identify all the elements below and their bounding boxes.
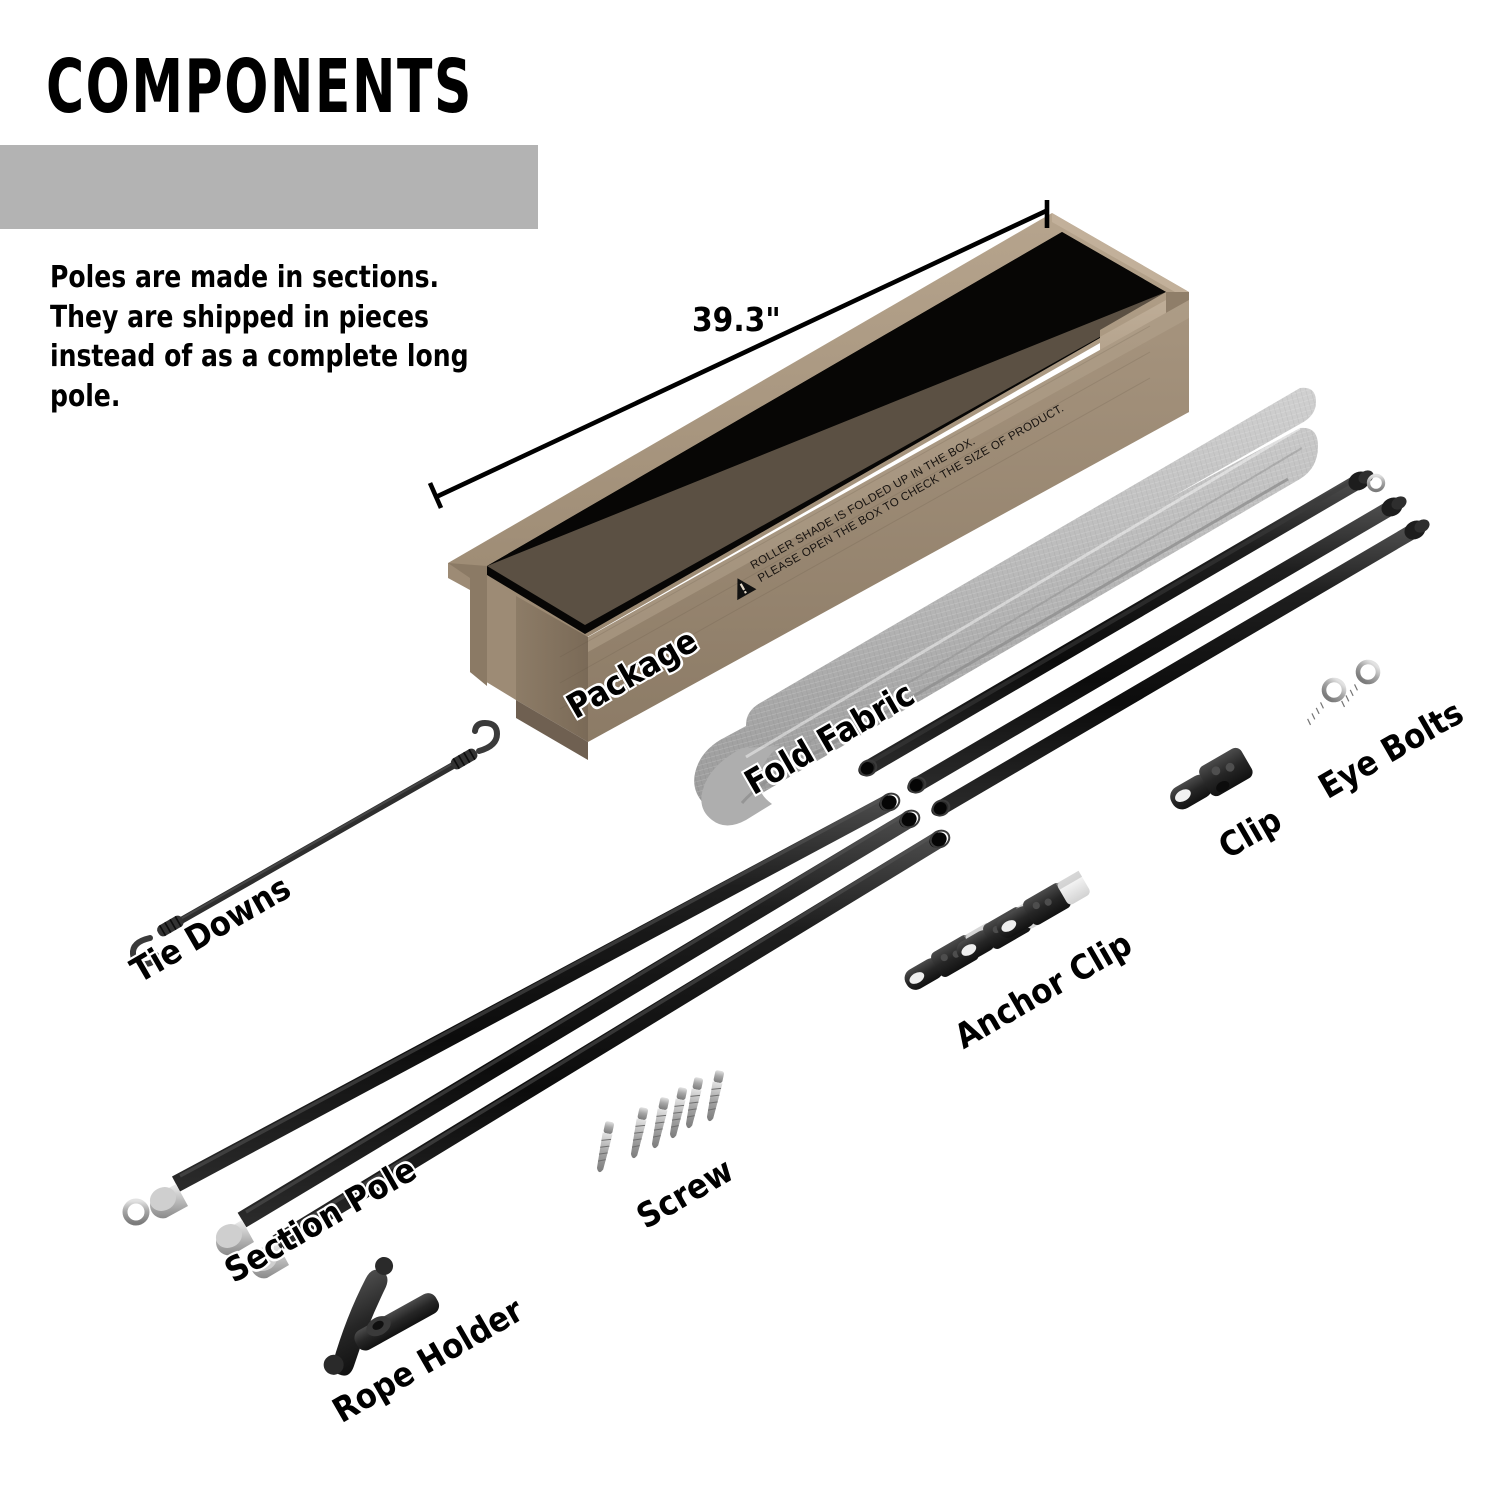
screw-6 [706,1070,725,1122]
warning-triangle-icon [737,578,757,601]
eye-bolt-2 [1334,659,1381,715]
screw-2 [630,1107,649,1159]
pole-end-eyelet [122,1198,150,1226]
tie-down-hook-left [129,935,159,968]
page-title: COMPONENTS [46,44,473,130]
section-pole-lower-group [122,792,951,1279]
eye-bolts-group [1300,659,1381,733]
screw-4 [669,1087,688,1139]
fold-fabric-roll [694,387,1318,826]
screw-1 [596,1121,615,1173]
section-pole-upper-3 [931,519,1430,817]
section-pole-lower-2 [215,809,921,1256]
tie-down-collar-left [157,915,184,937]
dimension-39-3 [427,200,1050,509]
section-pole-upper-group [858,470,1430,817]
dimension-tick-left [427,482,444,509]
tie-downs-bungee [129,719,501,968]
screw-group [596,1070,725,1173]
header-accent-bar [0,145,538,229]
intro-paragraph: Poles are made in sections. They are shi… [50,260,469,414]
screw-3 [651,1097,670,1149]
dimension-line [435,208,1047,500]
anchor-clip-3 [996,870,1090,938]
pole-eyelet-ring [1366,473,1386,493]
section-pole-lower-1 [122,792,901,1226]
screw-5 [685,1077,704,1129]
tie-down-hook-right [472,719,501,754]
section-pole-upper-2 [907,496,1407,794]
tie-down-collar-right [450,748,478,770]
section-pole-upper-1 [858,470,1386,777]
anchor-clip-group [904,870,1090,990]
eye-bolt-1 [1300,677,1347,733]
clip-part [1170,747,1253,810]
rope-holder-cleat [323,1256,440,1376]
section-pole-lower-3 [250,829,951,1279]
package-carton: ROLLER SHADE IS FOLDED UP IN THE BOX. PL… [448,213,1189,760]
label-dimension: 39.3" [692,300,781,339]
